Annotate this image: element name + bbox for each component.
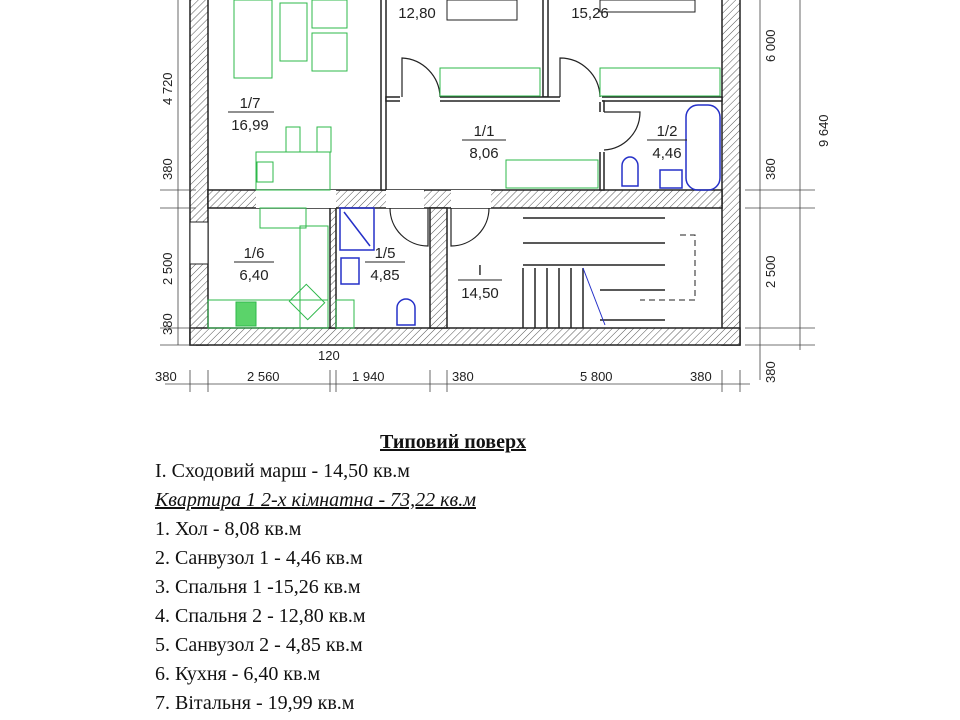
svg-text:8,06: 8,06 [469,145,498,162]
svg-text:1/2: 1/2 [657,123,678,140]
room-1-4: 1/4 12,80 [398,0,436,22]
furniture [207,0,721,329]
svg-text:380: 380 [763,158,778,180]
svg-text:380: 380 [452,369,474,384]
svg-text:2 500: 2 500 [160,252,175,285]
room-1-1: 1/1 8,06 [462,123,506,162]
doors [256,57,641,247]
svg-text:1/3: 1/3 [580,0,601,2]
window [189,221,209,265]
svg-text:1/4: 1/4 [407,0,428,2]
svg-text:380: 380 [160,158,175,180]
svg-text:4,46: 4,46 [652,145,681,162]
dimension-labels: 4 720 380 2 500 380 6 000 9 640 380 2 50… [155,29,831,384]
sanitary-fixtures [339,104,721,326]
svg-text:380: 380 [160,313,175,335]
legend-item: 3. Спальня 1 -15,26 кв.м [155,576,361,598]
svg-text:9 640: 9 640 [816,114,831,147]
room-1-5: 1/5 4,85 [365,245,405,284]
svg-text:120: 120 [318,348,340,363]
room-1-2: 1/2 4,46 [647,123,687,162]
svg-text:16,99: 16,99 [231,117,269,134]
legend-item: 7. Вітальня - 19,99 кв.м [155,692,355,714]
legend-item: 2. Санвузол 1 - 4,46 кв.м [155,547,363,569]
svg-text:6,40: 6,40 [239,267,268,284]
legend-item: 6. Кухня - 6,40 кв.м [155,663,321,685]
svg-text:2 560: 2 560 [247,369,280,384]
svg-text:1/7: 1/7 [240,95,261,112]
room-labels: 1/7 16,99 1/4 12,80 1/3 15,26 1/1 8,06 1/2 4,… [228,0,687,302]
legend-item: 4. Спальня 2 - 12,80 кв.м [155,605,366,627]
svg-text:1/6: 1/6 [244,245,265,262]
svg-text:14,50: 14,50 [461,285,499,302]
svg-text:380: 380 [763,361,778,383]
svg-text:15,26: 15,26 [571,5,609,22]
room-1-6: 1/6 6,40 [234,245,274,284]
svg-text:380: 380 [155,369,177,384]
legend-stair: I. Сходовий марш - 14,50 кв.м [155,460,410,482]
svg-text:380: 380 [690,369,712,384]
floor-plan: 1/7 16,99 1/4 12,80 1/3 15,26 1/1 8,06 1/2 4,… [155,0,831,392]
svg-text:4,85: 4,85 [370,267,399,284]
svg-text:5 800: 5 800 [580,369,613,384]
svg-text:4 720: 4 720 [160,72,175,105]
svg-text:6 000: 6 000 [763,29,778,62]
svg-text:1 940: 1 940 [352,369,385,384]
room-1-7: 1/7 16,99 [228,95,274,134]
svg-text:1/5: 1/5 [375,245,396,262]
staircase [522,217,696,328]
legend-title: Типовий поверх [380,431,527,453]
svg-text:I: I [478,262,482,279]
area-legend: Типовий поверх I. Сходовий марш - 14,50 … [155,428,526,718]
legend-item: 5. Санвузол 2 - 4,85 кв.м [155,634,363,656]
svg-text:2 500: 2 500 [763,255,778,288]
svg-text:1/1: 1/1 [474,123,495,140]
room-stair: I 14,50 [458,262,502,302]
legend-item: 1. Хол - 8,08 кв.м [155,518,302,540]
legend-apartment: Квартира 1 2-х кімнатна - 73,22 кв.м [155,489,476,511]
svg-text:12,80: 12,80 [398,5,436,22]
dimension-lines [160,0,815,392]
room-1-3: 1/3 15,26 [571,0,609,22]
